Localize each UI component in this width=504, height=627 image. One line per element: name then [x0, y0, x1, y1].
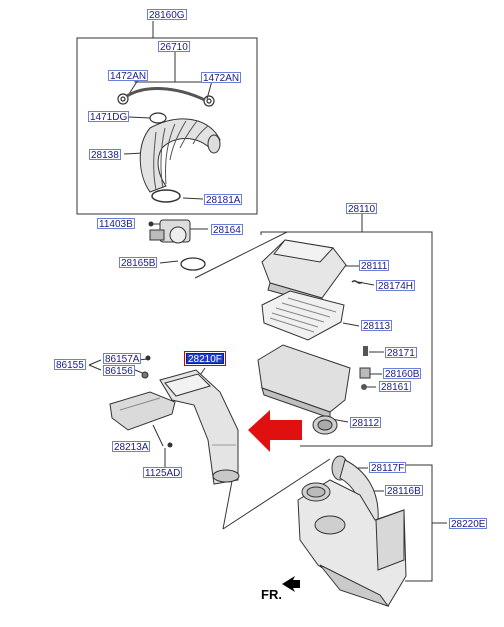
label-28213A: 28213A [112, 441, 151, 453]
bolt-28171 [363, 346, 368, 356]
label-28165B: 28165B [119, 257, 158, 269]
label-86155: 86155 [54, 359, 86, 371]
label-28111: 28111 [359, 260, 390, 272]
label-28220E: 28220E [449, 518, 488, 530]
label-28164: 28164 [211, 224, 243, 236]
gasket-28165B [180, 257, 206, 271]
label-28110: 28110 [346, 203, 378, 215]
resonator-28220E [297, 479, 407, 607]
label-86157A: 86157A [103, 353, 142, 365]
label-26710: 26710 [158, 41, 190, 53]
air-cleaner-case-28112 [257, 344, 351, 435]
clip-86156 [141, 371, 149, 379]
clamp-1471DG [149, 112, 167, 124]
label-28113: 28113 [361, 320, 393, 332]
label-1125AD: 1125AD [143, 467, 183, 479]
label-28210F-highlighted: 28210F [184, 351, 226, 366]
assembly-bracket-28220E [405, 464, 433, 582]
label-28112: 28112 [350, 417, 382, 429]
intake-hose-28138 [139, 118, 221, 193]
assembly-box-28110 [260, 231, 433, 447]
label-28160B: 28160B [383, 368, 422, 380]
bracket-28213A [109, 391, 176, 431]
bolt-86157A [145, 355, 151, 361]
label-28174H: 28174H [376, 280, 416, 292]
bracket-28160B [359, 367, 371, 379]
label-28171: 28171 [385, 347, 417, 359]
bolt-11403B [148, 221, 154, 227]
airflow-sensor-28164 [149, 219, 191, 244]
assembly-box-28160G [76, 37, 258, 215]
clamp-1472AN-right [203, 95, 215, 107]
front-arrow-icon [282, 576, 300, 592]
label-28181A: 28181A [204, 194, 243, 206]
label-28116B: 28116B [385, 485, 423, 497]
label-28161: 28161 [379, 381, 411, 393]
label-1472AN-right: 1472AN [201, 72, 242, 84]
label-28160G: 28160G [147, 9, 187, 21]
front-direction-label: FR. [261, 587, 282, 602]
label-1472AN-left: 1472AN [108, 70, 149, 82]
filter-element-28113 [261, 290, 345, 341]
label-86156: 86156 [103, 365, 135, 377]
label-28138: 28138 [89, 149, 121, 161]
bolt-1125AD [167, 442, 173, 448]
air-duct-28210F [159, 369, 240, 485]
hose-clamp-28181A [151, 189, 181, 203]
clip-28174H [351, 280, 363, 284]
label-28117F: 28117F [369, 462, 407, 474]
clamp-1472AN-left [117, 93, 129, 105]
grommet-28161 [361, 384, 367, 390]
label-11403B: 11403B [97, 218, 135, 230]
highlight-arrow [248, 410, 302, 452]
label-1471DG: 1471DG [88, 111, 130, 123]
